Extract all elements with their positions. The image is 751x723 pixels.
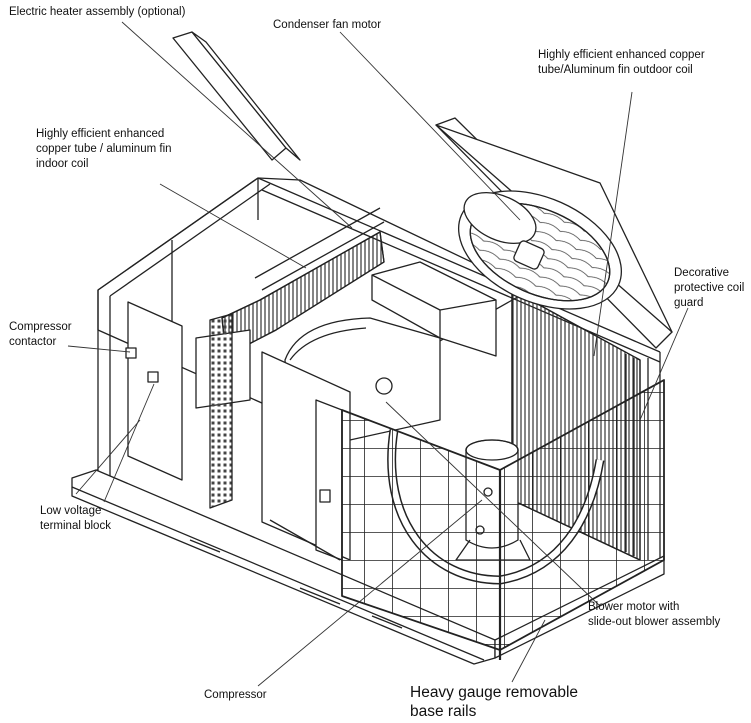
leader-lines	[67, 21, 689, 687]
coil-guard-label-line1: Decorative	[674, 267, 729, 279]
outdoor-coil-label-line1: Highly efficient enhanced copper	[538, 49, 705, 61]
coil-guard-grid	[341, 379, 665, 660]
base-rails-label-line1: Heavy gauge removable	[410, 684, 579, 701]
coil-guard-label-line2: protective coil	[674, 282, 745, 294]
blower-motor-label-line1: Blower motor with	[588, 601, 680, 613]
indoor-coil-label-line3: indoor coil	[36, 158, 89, 170]
low-voltage-label-line1: Low voltage	[40, 505, 102, 517]
low-voltage-label-line2: terminal block	[40, 520, 111, 532]
compressor-contactor-label-line2: contactor	[9, 336, 57, 348]
blower-motor-label-line2: slide-out blower assembly	[588, 616, 721, 628]
compressor-label: Compressor	[204, 689, 267, 701]
coil-guard-label-line3: guard	[674, 297, 704, 309]
top-cover-left	[172, 31, 301, 161]
indoor-coil-label-line1: Highly efficient enhanced	[36, 128, 165, 140]
condenser-fan-motor-label: Condenser fan motor	[273, 19, 382, 31]
inner-panels	[125, 301, 351, 561]
compressor-contactor-label-line1: Compressor	[9, 321, 72, 333]
base-rails-label-line2: base rails	[410, 703, 477, 720]
electric-heater-label: Electric heater assembly (optional)	[9, 6, 186, 18]
outdoor-coil-label-line2: tube/Aluminum fin outdoor coil	[538, 64, 693, 76]
condenser-fan	[457, 190, 623, 310]
indoor-coil-label-line2: copper tube / aluminum fin	[36, 143, 172, 155]
